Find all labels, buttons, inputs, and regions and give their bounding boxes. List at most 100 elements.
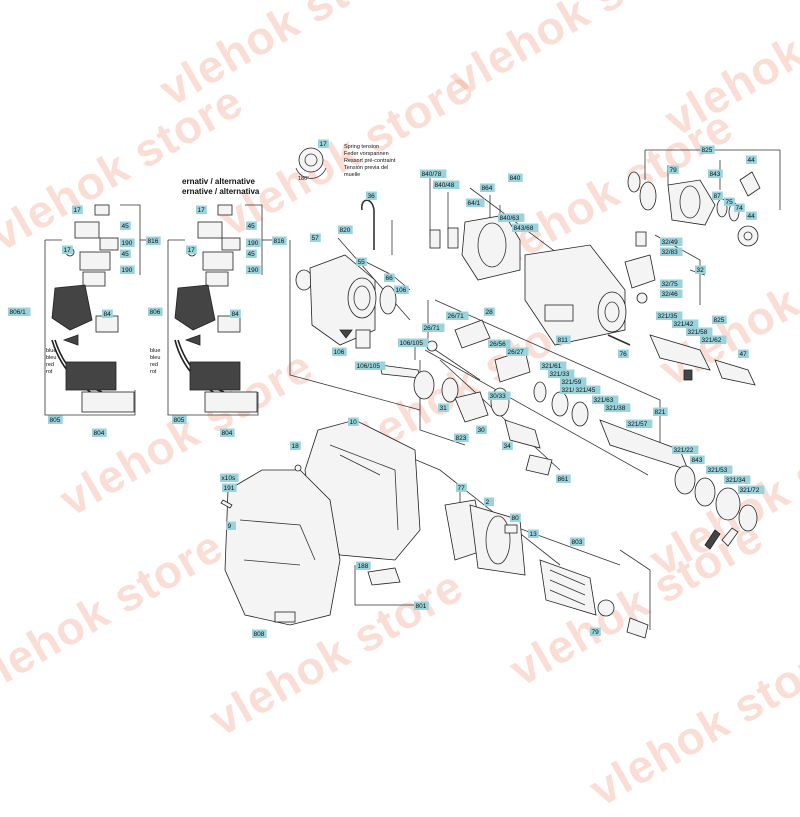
- part-label-tag: [384, 273, 395, 282]
- part-number: 9: [228, 523, 232, 530]
- part-label: 840/78: [420, 169, 447, 178]
- part-label-tag: [356, 257, 367, 266]
- part-label: 32: [695, 265, 706, 274]
- part-label-tag: [668, 165, 679, 174]
- selector-32: [624, 254, 656, 289]
- part-number: 843: [710, 171, 721, 178]
- part-number: 840/63: [500, 215, 520, 222]
- part-label: 47: [738, 349, 749, 358]
- screw-191: [220, 499, 233, 509]
- spring-icon: [298, 147, 324, 173]
- part-number: 30: [478, 427, 486, 434]
- part-label: 31: [438, 403, 449, 412]
- part-label: 17: [72, 205, 83, 214]
- part-label: 64/1: [466, 198, 485, 207]
- part-number: 17: [64, 247, 72, 254]
- part-label: 321/38: [604, 403, 631, 412]
- part-84-plate: [217, 315, 241, 333]
- gear-housing-group: [289, 199, 421, 411]
- wire-note: rot: [150, 369, 157, 375]
- part-label-tag: [355, 361, 386, 370]
- part-label-tag: [574, 385, 601, 394]
- part-label-tag: [290, 441, 301, 450]
- part-label-tag: [560, 377, 587, 386]
- part-number: 321/45: [576, 387, 596, 394]
- part-number: 75: [726, 199, 734, 206]
- part-label: 823: [454, 433, 469, 442]
- part-label-tag: [148, 307, 163, 316]
- part-label-tag: [656, 311, 683, 320]
- part-label: 190: [246, 265, 261, 274]
- part-number: 17: [198, 207, 206, 214]
- wiring-diagram-left: ernativ / alternative ernative / alterna…: [44, 177, 260, 416]
- brush-holder-188: [367, 567, 401, 586]
- part-label: 87: [712, 191, 723, 200]
- part-label-tag: [548, 369, 575, 378]
- part-label-tag: [556, 474, 571, 483]
- header-alternative: ernativ / alternative: [182, 177, 255, 186]
- motor-housing-group: [220, 419, 561, 626]
- part-label: 32/75: [660, 279, 683, 288]
- part-label-tag: [712, 191, 723, 200]
- part-number: 840/78: [422, 171, 442, 178]
- part-number: 106/105: [357, 363, 381, 370]
- part-label: 17: [196, 205, 207, 214]
- part-number: 17: [74, 207, 82, 214]
- part-label-tag: [48, 415, 63, 424]
- part-label-tag: [414, 601, 429, 610]
- ring-843: [694, 477, 716, 507]
- part-label: 321/45: [574, 385, 601, 394]
- ring-321-22: [674, 465, 696, 495]
- part-label-tag: [246, 221, 257, 230]
- part-number: 321/61: [542, 363, 562, 370]
- part-label: 805: [48, 415, 63, 424]
- part-label: 30: [476, 425, 487, 434]
- part-number: 820: [340, 227, 351, 234]
- part-number: 864: [482, 185, 493, 192]
- part-label: 76: [618, 349, 629, 358]
- part-number: 28: [486, 309, 494, 316]
- switch-part: [202, 251, 234, 271]
- part-label-tag: [72, 205, 83, 214]
- part-840-48: [447, 227, 459, 249]
- part-number: 13: [530, 531, 538, 538]
- part-label: 321/62: [700, 335, 727, 344]
- part-label: 321/56: [560, 385, 587, 394]
- part-number: 45: [122, 251, 130, 258]
- selector-knob: [635, 231, 647, 247]
- part-label-tag: [570, 537, 585, 546]
- part-label-tag: [398, 338, 429, 347]
- part-number: 55: [358, 259, 366, 266]
- part-label-tag: [746, 211, 757, 220]
- part-label: 188: [356, 561, 371, 570]
- part-number: 803: [572, 539, 583, 546]
- part-106: [355, 329, 371, 349]
- part-number: 801: [416, 603, 427, 610]
- part-label-tag: [510, 513, 521, 522]
- wire-note: blue: [150, 348, 160, 354]
- part-label: 32/83: [660, 247, 683, 256]
- part-number: 26/56: [490, 341, 507, 348]
- part-number: 77: [458, 485, 466, 492]
- part-label-tag: [220, 473, 239, 482]
- part-label-tag: [653, 407, 668, 416]
- wire-note: blue: [46, 348, 56, 354]
- part-label: 811: [556, 335, 571, 344]
- part-label-tag: [318, 139, 329, 148]
- part-number: 44: [748, 213, 756, 220]
- part-number: 190: [248, 240, 259, 247]
- part-number: 321/53: [708, 467, 728, 474]
- part-number: 32: [697, 267, 705, 274]
- part-number: 31: [440, 405, 448, 412]
- battery-contact: [81, 391, 135, 413]
- part-31: [413, 370, 435, 400]
- spindle-47: [714, 359, 756, 386]
- screw-18: [294, 464, 302, 472]
- ring: [551, 391, 569, 417]
- part-label: 28: [484, 307, 495, 316]
- part-label: 106: [394, 285, 409, 294]
- ring-26-71: [426, 340, 438, 352]
- part-number: 34: [504, 443, 512, 450]
- part-label: 30/33: [488, 391, 511, 400]
- ring: [533, 381, 547, 403]
